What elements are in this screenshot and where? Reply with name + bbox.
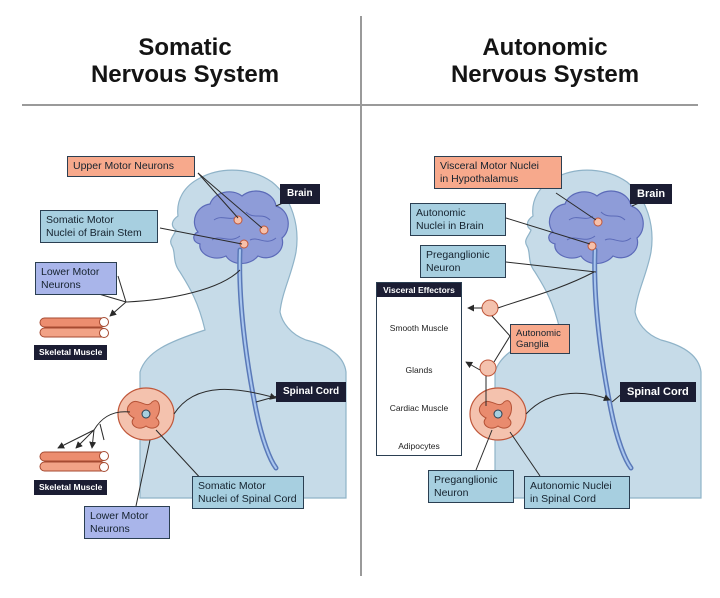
autonomic-title: Autonomic Nervous System <box>450 34 640 88</box>
visceral-effectors-heading: Visceral Effectors <box>377 283 461 297</box>
somatic-brain-tag: Brain <box>280 184 320 204</box>
smooth-muscle-label: Smooth Muscle <box>389 323 449 333</box>
autonomic-ganglion-lower <box>479 359 497 377</box>
skeletal-muscle-icon-top <box>39 317 109 338</box>
preganglionic-top-label: Preganglionic Neuron <box>420 245 506 278</box>
autonomic-nuclei-brain-label: Autonomic Nuclei in Brain <box>410 203 506 236</box>
autonomic-ganglia-label: Autonomic Ganglia <box>510 324 570 354</box>
visceral-effectors-panel: Visceral Effectors Smooth Muscle Glands … <box>376 282 462 456</box>
somatic-brain <box>193 190 289 265</box>
upper-motor-neurons-label: Upper Motor Neurons <box>67 156 195 177</box>
preganglionic-bottom-label: Preganglionic Neuron <box>428 470 514 503</box>
autonomic-spinal-cord-tag: Spinal Cord <box>620 382 696 402</box>
skeletal-muscle-bottom-label: Skeletal Muscle <box>34 480 108 495</box>
skeletal-muscle-icon-bottom <box>39 451 109 472</box>
lower-motor-neurons-top-label: Lower Motor Neurons <box>35 262 117 295</box>
adipocytes-label: Adipocytes <box>398 441 440 451</box>
somatic-spinal-cord-tag: Spinal Cord <box>276 382 347 402</box>
autonomic-spinal-cross-section <box>469 387 527 441</box>
skeletal-muscle-top-label: Skeletal Muscle <box>34 345 108 360</box>
autonomic-brain-nuclei-dot <box>587 241 597 251</box>
autonomic-nuclei-spinal-label: Autonomic Nuclei in Spinal Cord <box>524 476 630 509</box>
somatic-title: Somatic Nervous System <box>90 34 280 88</box>
glands-label: Glands <box>405 365 433 375</box>
cardiac-muscle-label: Cardiac Muscle <box>389 403 449 413</box>
somatic-motor-brainstem-label: Somatic Motor Nuclei of Brain Stem <box>40 210 158 243</box>
divider-vertical <box>360 16 362 576</box>
visceral-motor-nuclei-label: Visceral Motor Nuclei in Hypothalamus <box>434 156 562 189</box>
somatic-spinal-cross-section <box>117 387 175 441</box>
divider-horizontal <box>22 104 698 106</box>
autonomic-brain <box>548 190 644 265</box>
autonomic-ganglion-upper <box>481 299 499 317</box>
somatic-upper-neuron-dot <box>233 215 243 225</box>
lower-motor-neurons-bottom-label: Lower Motor Neurons <box>84 506 170 539</box>
autonomic-brain-tag: Brain <box>630 184 673 204</box>
somatic-motor-spinal-label: Somatic Motor Nuclei of Spinal Cord <box>192 476 304 509</box>
